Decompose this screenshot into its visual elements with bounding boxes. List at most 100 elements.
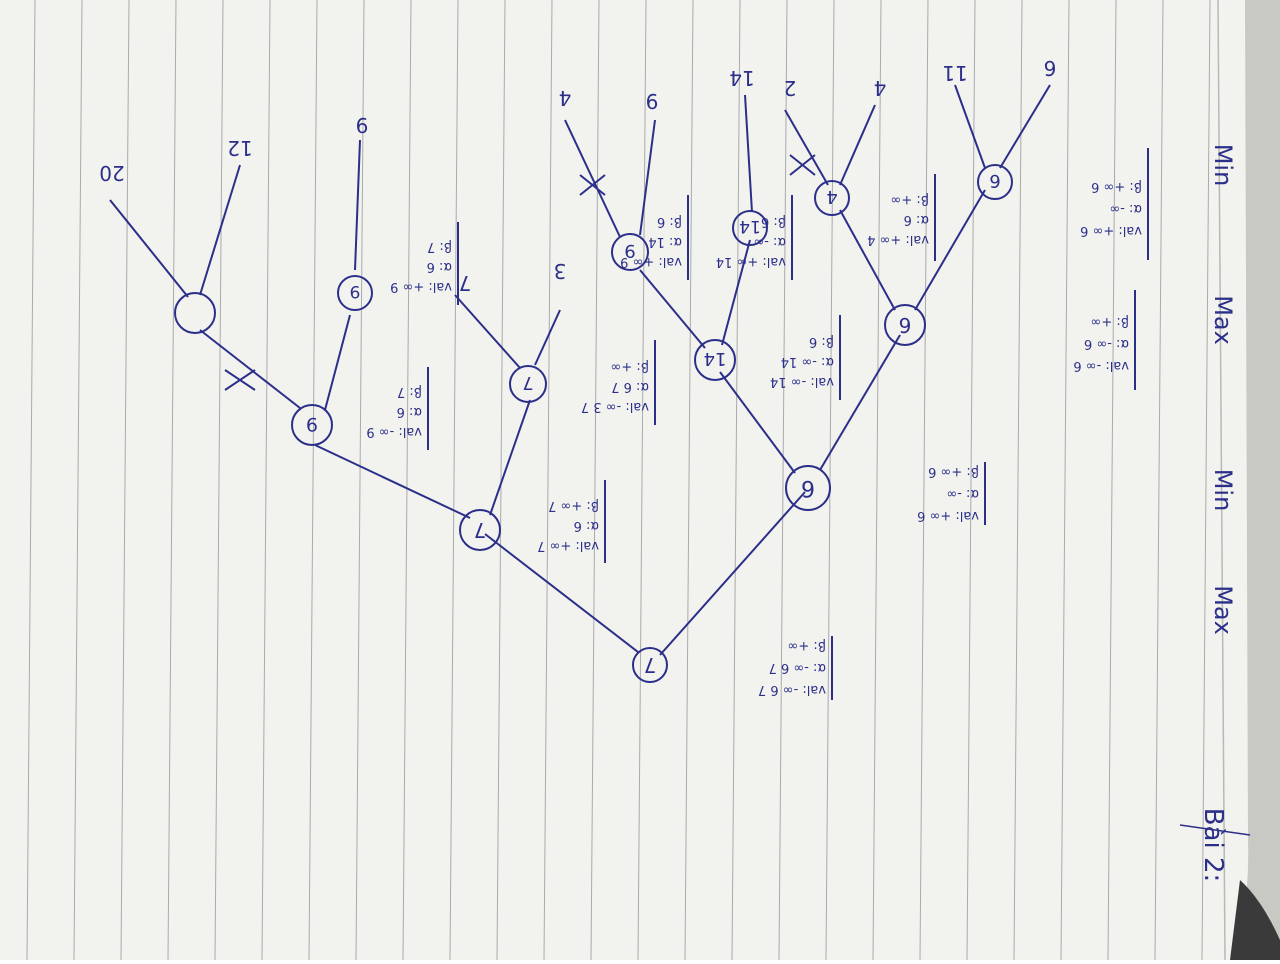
leaf-2: 2 [784, 76, 797, 100]
edge-mind-leaf9 [639, 119, 656, 236]
annotation-root-val: val: -∞ 6 7 [758, 682, 826, 697]
node-right-min: 7 [459, 509, 501, 551]
rule-line-25 [1201, 0, 1211, 961]
annotation-right-max1-beta: β: +∞ [610, 359, 649, 374]
annotation-min-b-val: val: +∞ 4 [867, 232, 929, 247]
annotation-right-max1-val: val: -∞ 3 7 [581, 399, 649, 414]
node-left-max2: 14 [694, 339, 736, 381]
annotation-right-min: val: +∞ 7 α: 6 β: +∞ 7 [537, 480, 606, 563]
node-left-min-value: 6 [801, 475, 815, 500]
finger-shadow [1230, 880, 1280, 960]
annotation-left-max-beta: β: +∞ [1090, 314, 1129, 329]
prune-marks [224, 154, 816, 391]
leaf-4: 4 [874, 76, 887, 100]
rule-line-13 [637, 0, 647, 961]
leaf-14: 14 [729, 66, 754, 90]
leaf-12: 12 [227, 136, 252, 160]
node-min-e: 9 [337, 275, 373, 311]
node-left-max-value: 6 [899, 313, 912, 337]
rule-line-2 [120, 0, 130, 961]
annotation-left-max2: val: -∞ 14 α: -∞ 14 β: 6 [770, 315, 841, 400]
edge-mina-leaf11 [954, 84, 986, 169]
annotation-min-a-alpha: α: -∞ [1109, 201, 1142, 216]
annotation-min-d-alpha: α: 14 [648, 234, 682, 249]
rule-line-20 [966, 0, 976, 961]
annotation-min-a-val: val: +∞ 6 [1080, 223, 1142, 238]
rule-line-23 [1107, 0, 1117, 961]
rule-line-14 [684, 0, 694, 961]
annotation-min-d: val: +∞ 9 α: 14 β: 6 [620, 195, 689, 280]
node-min-b-value: 4 [826, 186, 837, 207]
annotation-left-max-alpha: α: -∞ 6 [1084, 336, 1129, 351]
annotation-min-c-val: val: +∞ 14 [716, 254, 786, 269]
node-root: 7 [632, 647, 668, 683]
node-min-e-value: 9 [350, 281, 361, 301]
edge-rightmin-max2 [314, 444, 471, 519]
leaf-4b: 4 [559, 86, 572, 110]
node-min-c-value: 14 [739, 216, 761, 236]
rule-line-21 [1013, 0, 1023, 961]
node-min-f [174, 292, 216, 334]
annotation-right-max1-alpha: α: 6 7 [611, 379, 649, 394]
annotation-min-c: val: +∞ 14 α: -∞ β: 6 [716, 195, 793, 280]
annotation-left-max2-beta: β: 6 [809, 334, 834, 349]
level-label-max-2: Max [1209, 295, 1237, 345]
annotation-right-min-beta: β: +∞ 7 [548, 498, 599, 513]
annotation-left-max2-alpha: α: -∞ 14 [781, 354, 834, 369]
edge-max1-leaf3 [534, 309, 561, 366]
tree-nodes: 7 6 6 6 4 14 14 9 [174, 164, 1013, 683]
annotation-left-max2-val: val: -∞ 14 [770, 374, 834, 389]
rule-line-12 [590, 0, 600, 961]
annotation-right-max2-alpha: α: 6 [397, 404, 422, 419]
annotation-left-min-alpha: α: -∞ [946, 486, 979, 501]
prune-cross-2 [579, 174, 606, 196]
rule-line-10 [496, 0, 506, 961]
annotation-left-max-val: val: -∞ 6 [1073, 358, 1129, 373]
annotation-right-max2: val: -∞ 9 α: 6 β: 7 [366, 367, 429, 450]
annotation-min-a-beta: β: +∞ 6 [1091, 179, 1142, 194]
annotation-min-e-val: val: +∞ 9 [390, 279, 452, 294]
annotation-left-min-beta: β: +∞ 6 [928, 464, 979, 479]
rule-line-11 [543, 0, 553, 961]
edge-max2-ming [199, 329, 301, 409]
rule-line-9 [449, 0, 459, 961]
leaf-7: 7 [459, 271, 472, 295]
annotation-right-max2-val: val: -∞ 9 [366, 424, 422, 439]
edge-minc-leaf14 [744, 94, 753, 213]
title-underline [1179, 824, 1251, 836]
annotation-min-c-alpha: α: -∞ [753, 234, 786, 249]
edge-minf-leaf12 [199, 164, 241, 296]
node-min-c: 14 [732, 210, 768, 246]
page-edge-shadow [1235, 0, 1280, 960]
node-left-max2-value: 14 [704, 348, 727, 369]
node-right-max2-value: 9 [306, 413, 318, 435]
node-left-min: 6 [785, 465, 831, 511]
edge-mina-leaf6 [999, 84, 1051, 169]
annotation-boxes: val: -∞ 6 7 α: -∞ 6 7 β: +∞ val: +∞ 6 α:… [366, 148, 1149, 700]
node-right-min-value: 7 [474, 518, 487, 542]
node-min-b: 4 [814, 180, 850, 216]
annotation-min-b: val: +∞ 4 α: 6 β: +∞ [867, 174, 936, 261]
level-label-min-2: Min [1209, 144, 1237, 187]
edge-minb-leaf2 [784, 109, 829, 186]
annotation-min-e: val: +∞ 9 α: 6 β: 7 [390, 222, 459, 305]
node-right-max1-value: 7 [522, 372, 533, 393]
page-title: Bài 2: [1198, 808, 1228, 883]
rule-line-24 [1154, 0, 1164, 961]
node-min-d-value: 9 [624, 240, 635, 261]
annotation-min-d-beta: β: 6 [657, 214, 682, 229]
node-min-d: 9 [611, 233, 649, 271]
node-right-max2: 9 [291, 404, 333, 446]
annotation-right-max1: val: -∞ 3 7 α: 6 7 β: +∞ [581, 340, 656, 425]
rule-line-19 [919, 0, 929, 961]
node-min-a-value: 6 [989, 170, 1000, 191]
node-root-value: 7 [644, 653, 657, 677]
margin-line [1217, 0, 1226, 961]
edge-max2-minc [721, 239, 751, 346]
annotation-right-min-alpha: α: 6 [574, 518, 599, 533]
node-left-max: 6 [884, 304, 926, 346]
prune-cross-1 [789, 154, 816, 176]
annotation-right-min-val: val: +∞ 7 [537, 538, 599, 553]
